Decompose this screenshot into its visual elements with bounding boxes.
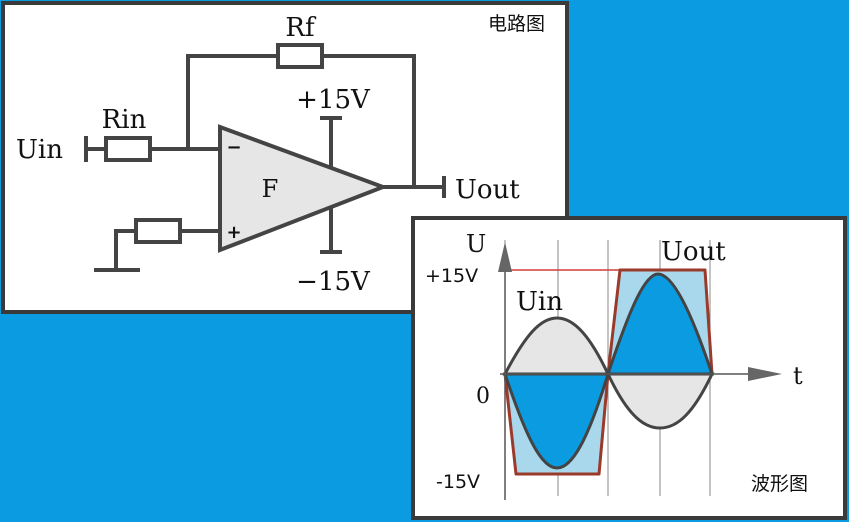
u-axis-arrow	[498, 242, 512, 272]
feedback-wire-right	[320, 54, 416, 189]
zero-label: 0	[476, 384, 490, 409]
circuit-wires	[84, 54, 446, 272]
neg-supply-label: −15V	[296, 267, 371, 297]
feedback-wire-left	[186, 54, 280, 150]
circuit-panel: 电路图 − +	[1, 1, 569, 314]
uin-positive-half	[502, 316, 611, 376]
u-axis-label: U	[466, 230, 486, 258]
circuit-panel-title: 电路图	[488, 13, 545, 35]
opamp-triangle	[218, 124, 389, 253]
uout-label: Uout	[455, 175, 520, 205]
uin-second-negative-half	[605, 372, 715, 430]
ground-path-wire	[114, 229, 138, 272]
uout-wave-label: Uout	[661, 237, 726, 267]
resistor-balance	[134, 218, 182, 244]
minus15-label: -15V	[436, 471, 480, 493]
opamp-noninverting-sign: +	[226, 222, 241, 243]
opamp-label: F	[262, 175, 279, 203]
rin-label: Rin	[102, 105, 147, 135]
rf-label: Rf	[285, 13, 317, 43]
waveform-panel-title: 波形图	[751, 473, 808, 495]
plus15-label: +15V	[425, 265, 478, 287]
uin-negative-half	[502, 372, 611, 470]
uin-second-positive-half	[605, 272, 715, 376]
t-axis-arrow	[748, 367, 782, 381]
uin-label: Uin	[16, 135, 63, 165]
waveform-panel: U t +15V 0 -15V Uin Uout 波形图	[411, 216, 847, 520]
pos-supply-label: +15V	[296, 85, 371, 115]
uin-wave-label: Uin	[516, 287, 563, 317]
resistor-rf	[276, 43, 324, 69]
t-axis-label: t	[793, 362, 803, 390]
resistor-rin	[104, 136, 152, 162]
opamp-inverting-sign: −	[226, 137, 241, 158]
